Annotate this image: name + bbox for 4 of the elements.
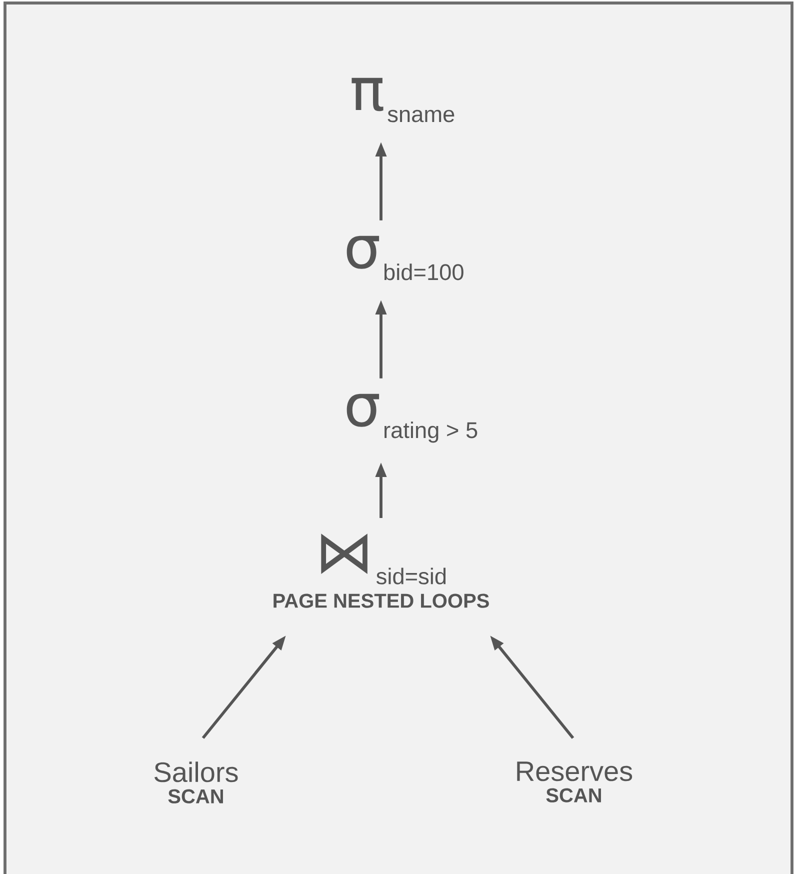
operator-label: Sailors SCAN [154, 762, 238, 804]
operator-label: σ rating > 5 [346, 394, 478, 443]
operator-label: Reserves SCAN [517, 762, 632, 802]
operator-label: π sname [352, 78, 454, 122]
